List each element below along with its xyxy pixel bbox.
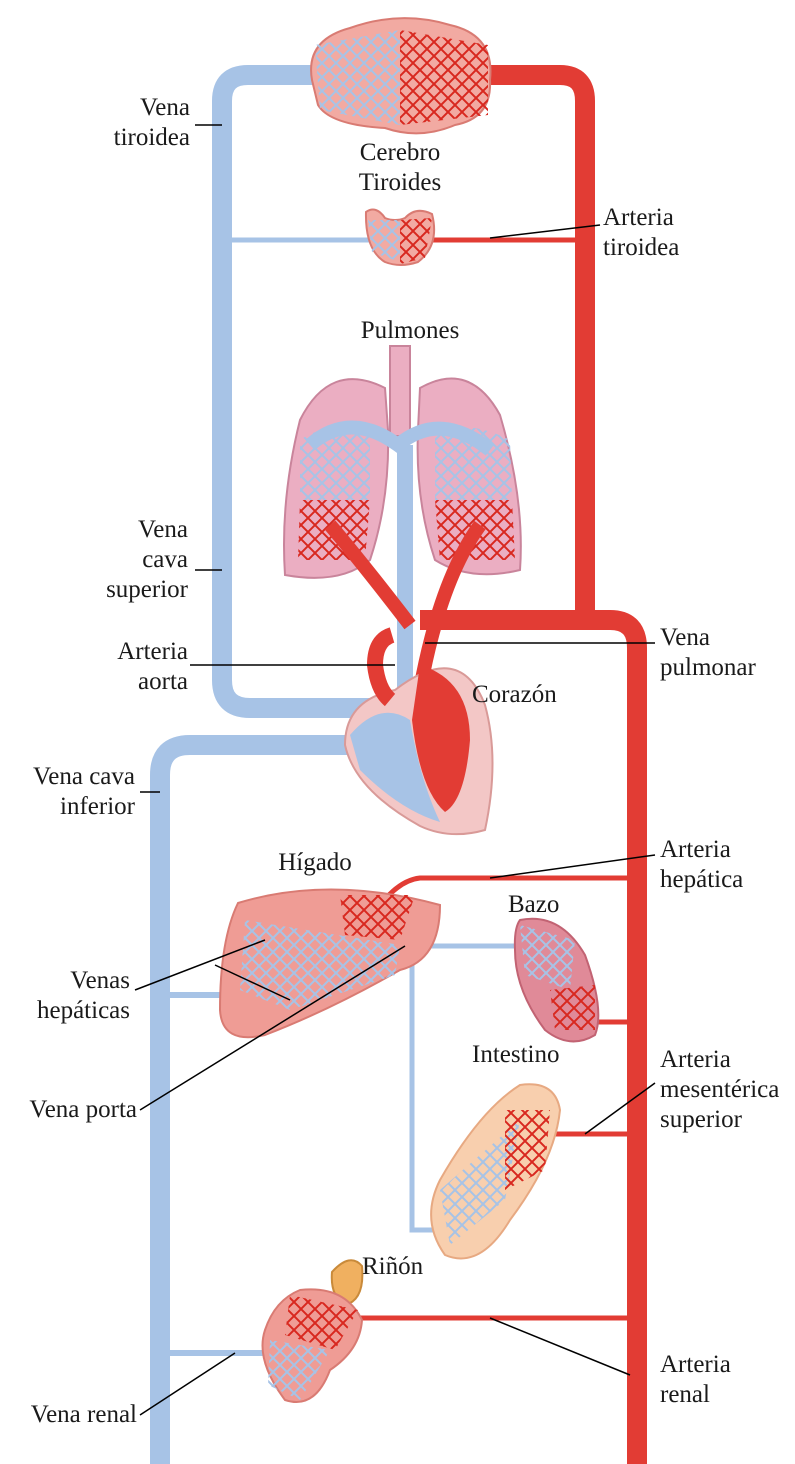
label-higado: Hígado — [255, 848, 375, 878]
label-arteria-renal: Arteria renal — [660, 1350, 780, 1410]
label-arteria-aorta: Arteria aorta — [60, 637, 188, 697]
label-vena-pulmonar: Vena pulmonar — [660, 623, 790, 683]
label-arteria-mesenterica: Arteria mesentérica superior — [660, 1045, 795, 1135]
label-line: inferior — [5, 792, 135, 822]
label-arteria-tiroidea: Arteria tiroidea — [603, 203, 743, 263]
label-line: superior — [660, 1105, 795, 1135]
spleen-illustration — [515, 919, 598, 1042]
label-pulmones: Pulmones — [340, 316, 480, 346]
lungs-illustration — [284, 346, 521, 700]
label-line: tiroidea — [603, 233, 743, 263]
label-vena-renal: Vena renal — [0, 1400, 137, 1430]
label-bazo: Bazo — [508, 890, 588, 920]
liver-illustration — [220, 889, 440, 1037]
kidney-illustration — [263, 1260, 363, 1402]
label-vena-cava-superior: Vena cava superior — [60, 515, 188, 605]
label-corazon: Corazón — [472, 680, 592, 710]
label-line: Arteria — [660, 1045, 795, 1075]
label-line: tiroidea — [60, 123, 190, 153]
label-vena-porta: Vena porta — [0, 1095, 137, 1125]
label-line: Arteria — [60, 637, 188, 667]
label-rinon: Riñón — [362, 1252, 462, 1282]
label-line: Vena — [60, 515, 188, 545]
label-line: pulmonar — [660, 653, 790, 683]
label-vena-tiroidea: Vena tiroidea — [60, 93, 190, 153]
label-line: Vena — [60, 93, 190, 123]
label-line: Arteria — [660, 835, 790, 865]
label-tiroides: Tiroides — [330, 168, 470, 198]
label-venas-hepaticas: Venas hepáticas — [0, 966, 130, 1026]
label-line: superior — [60, 575, 188, 605]
intestine-illustration — [431, 1084, 560, 1258]
label-line: hepáticas — [0, 996, 130, 1026]
label-line: Arteria — [660, 1350, 780, 1380]
label-intestino: Intestino — [472, 1040, 602, 1070]
label-line: Venas — [0, 966, 130, 996]
label-line: mesentérica — [660, 1075, 795, 1105]
label-line: Vena cava — [5, 762, 135, 792]
label-line: aorta — [60, 667, 188, 697]
label-line: cava — [60, 545, 188, 575]
label-arteria-hepatica: Arteria hepática — [660, 835, 790, 895]
label-line: Vena — [660, 623, 790, 653]
label-line: Arteria — [603, 203, 743, 233]
thyroid-illustration — [366, 210, 434, 265]
label-cerebro: Cerebro — [330, 138, 470, 168]
label-line: hepática — [660, 865, 790, 895]
brain-illustration — [311, 18, 490, 133]
label-vena-cava-inferior: Vena cava inferior — [5, 762, 135, 822]
label-line: renal — [660, 1380, 780, 1410]
